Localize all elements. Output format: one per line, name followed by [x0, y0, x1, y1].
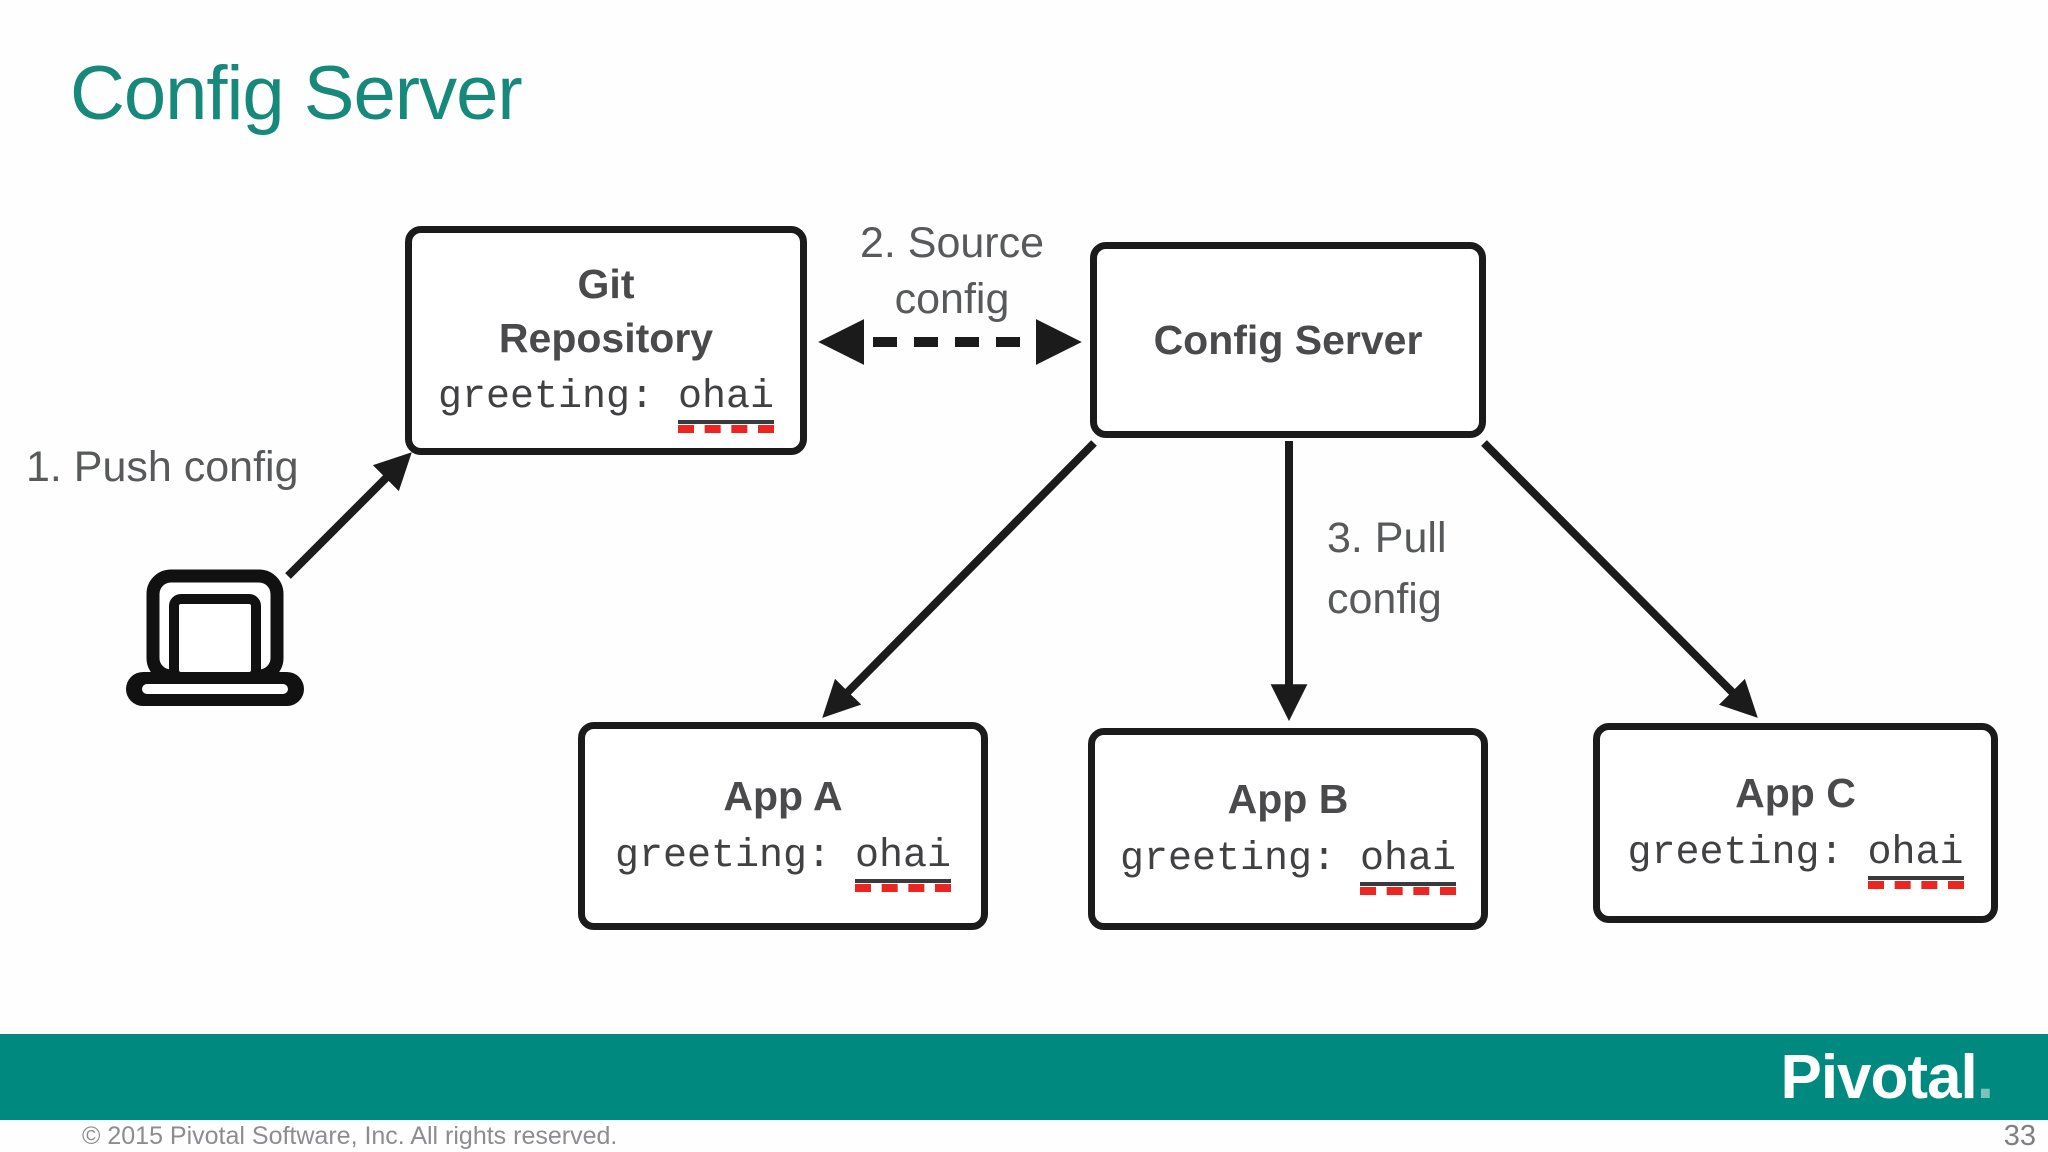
label-pull-config: 3. Pull config: [1327, 508, 1447, 630]
node-title: App C: [1735, 770, 1856, 817]
node-app-a: App A greeting: ohai: [578, 722, 988, 930]
label-line: 2. Source: [859, 219, 1045, 267]
config-key: greeting:: [614, 833, 856, 879]
node-app-c: App C greeting: ohai: [1593, 723, 1998, 923]
config-value: ohai: [855, 835, 952, 892]
node-config-line: greeting: ohai: [1627, 830, 1964, 889]
node-config-line: greeting: ohai: [614, 833, 952, 892]
slide-title: Config Server: [70, 51, 523, 136]
label-line: config: [894, 274, 1010, 323]
label-push-config: 1. Push config: [26, 443, 299, 491]
node-config-line: greeting: ohai: [1119, 836, 1457, 895]
node-app-b: App B greeting: ohai: [1088, 728, 1488, 930]
config-value: ohai: [1360, 838, 1457, 895]
node-config-server: Config Server: [1090, 242, 1486, 438]
config-key: greeting:: [1119, 836, 1361, 882]
brand-dot: .: [1976, 1042, 1994, 1112]
copyright-text: © 2015 Pivotal Software, Inc. All rights…: [82, 1122, 618, 1150]
node-title: App B: [1227, 776, 1349, 823]
config-value: ohai: [678, 377, 775, 434]
config-key: greeting:: [1627, 830, 1868, 876]
config-key: greeting:: [437, 375, 679, 421]
laptop-icon: [126, 569, 304, 706]
pull-arrow-app-c: [1481, 440, 1758, 718]
label-line: config: [1327, 575, 1442, 624]
label-source-config: 2. Source config: [852, 216, 1052, 328]
push-config-arrow: [285, 452, 412, 579]
footer-bar: Pivotal.: [0, 1034, 2048, 1120]
config-value: ohai: [1867, 832, 1964, 889]
node-git-repository: Git Repository greeting: ohai: [405, 226, 807, 455]
label-line: 3. Pull: [1327, 514, 1447, 562]
node-title: Repository: [498, 315, 714, 361]
node-title: Config Server: [1153, 316, 1423, 363]
brand-name: Pivotal: [1780, 1042, 1977, 1112]
node-config-line: greeting: ohai: [437, 375, 775, 434]
page-number: 33: [2003, 1120, 2036, 1152]
pivotal-logo: Pivotal.: [1780, 1042, 1994, 1113]
pull-arrow-app-a: [822, 440, 1097, 718]
node-title: Git: [577, 260, 635, 307]
node-title: App A: [723, 773, 843, 820]
